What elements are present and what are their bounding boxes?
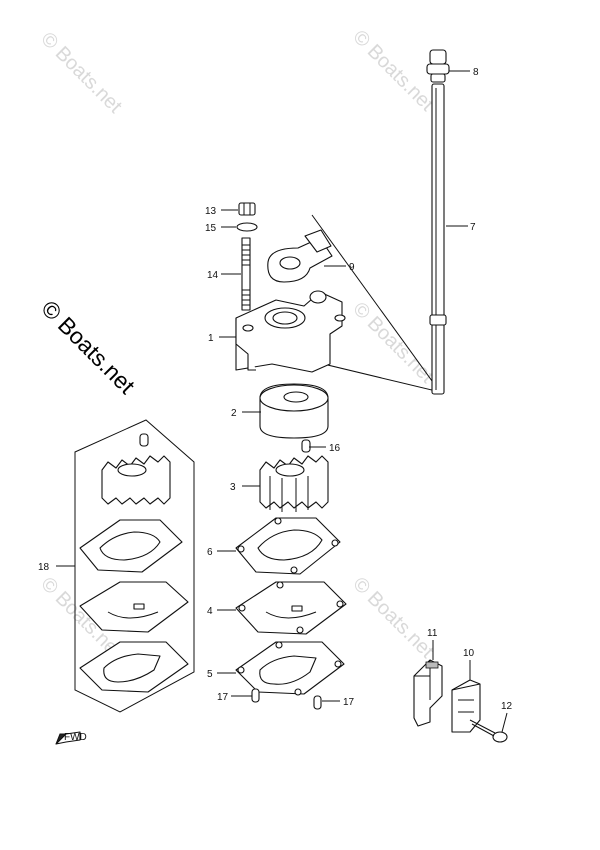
part-17-pin-left [251, 688, 260, 703]
part-7-tube [429, 83, 447, 395]
part-4-plate [235, 581, 347, 635]
fwd-label: FWD [64, 732, 87, 743]
callout-17-left: 17 [217, 692, 229, 703]
callout-17-right: 17 [343, 697, 355, 708]
part-18-kit [74, 419, 195, 713]
part-3-impeller [259, 455, 329, 512]
callout-5: 5 [207, 669, 213, 680]
part-2-liner [259, 383, 329, 439]
callout-10: 10 [463, 648, 475, 659]
callout-2: 2 [231, 408, 237, 419]
part-11-bracket [413, 659, 443, 727]
watermark-2: © Boats.net [348, 26, 438, 116]
callout-labels: 8 7 13 15 14 9 1 2 16 3 6 4 5 17 17 18 1… [38, 67, 513, 712]
callout-6: 6 [207, 547, 213, 558]
part-10-clip [451, 679, 481, 733]
callout-1: 1 [208, 333, 214, 344]
part-9-seal [267, 229, 333, 283]
callout-9: 9 [349, 262, 355, 273]
watermark-5: © Boats.net [348, 573, 438, 663]
part-16-key [301, 439, 311, 453]
callout-18: 18 [38, 562, 50, 573]
part-15-washer [236, 222, 258, 232]
part-5-gasket [235, 641, 345, 696]
callout-15: 15 [205, 223, 217, 234]
callout-4: 4 [207, 606, 213, 617]
callout-16: 16 [329, 443, 341, 454]
callout-3: 3 [230, 482, 236, 493]
part-1-pump-housing [235, 290, 346, 373]
part-17-pin-right [313, 695, 322, 710]
part-8-cap [426, 49, 450, 83]
callout-8: 8 [473, 67, 479, 78]
part-13-nut [238, 202, 256, 216]
brand-label: © Boats.net [36, 295, 140, 399]
callout-13: 13 [205, 206, 217, 217]
callout-11: 11 [427, 628, 438, 639]
callout-12: 12 [501, 701, 513, 712]
fwd-arrow-icon: FWD [55, 731, 87, 745]
callout-7: 7 [470, 222, 476, 233]
watermark-1: © Boats.net [36, 28, 126, 118]
part-6-gasket [235, 517, 341, 575]
watermark-3: © Boats.net [348, 298, 438, 388]
part-12-screw [469, 719, 508, 743]
leader-lines [56, 70, 508, 733]
part-14-stud [241, 237, 251, 311]
callout-14: 14 [207, 270, 219, 281]
